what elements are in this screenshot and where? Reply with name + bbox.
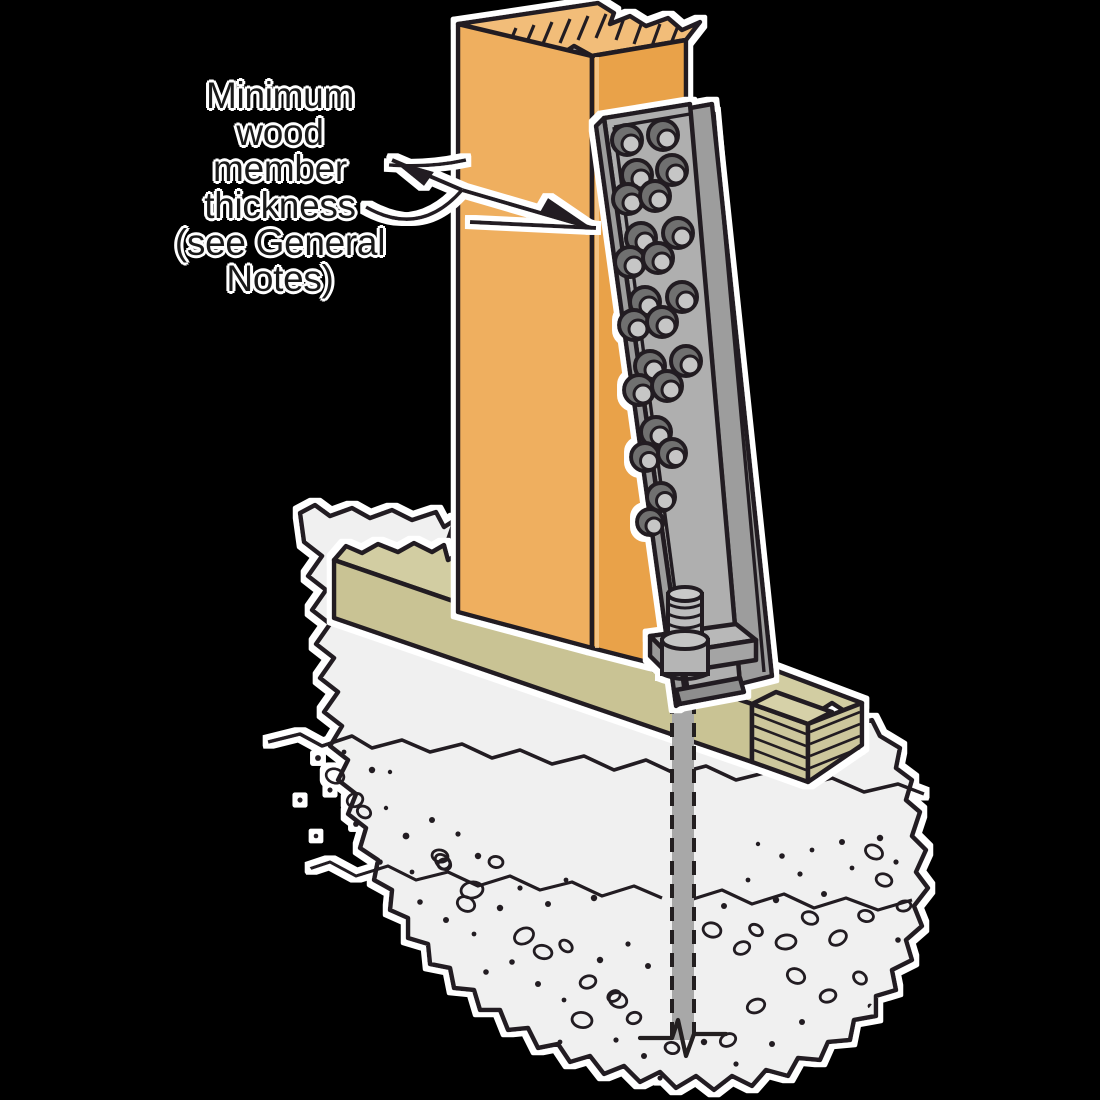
concrete-aggregate-speckles	[297, 749, 901, 1081]
nail-hole	[645, 481, 677, 513]
leader-curve-upper	[388, 158, 467, 168]
holdown-connector	[593, 101, 775, 709]
concrete-surface-break-lines	[267, 732, 925, 912]
holdown-nail-holes	[610, 118, 703, 537]
nail-hole	[635, 507, 665, 537]
holdown-foot	[673, 675, 747, 707]
leader-curve-lower	[365, 188, 464, 221]
anchor-rod-break-symbol	[637, 1017, 729, 1059]
nail-hole	[645, 305, 679, 339]
anchor-bolt-shank-top	[666, 585, 704, 603]
dimension-arrowhead-right	[540, 198, 592, 228]
nail-hole	[613, 245, 647, 279]
anchor-rod	[637, 700, 729, 1059]
nail-hole	[669, 344, 703, 378]
anchor-bolt	[660, 585, 710, 681]
nail-hole	[610, 123, 644, 157]
nail-hole	[638, 179, 672, 213]
nail-hole	[622, 373, 656, 407]
nail-hole	[656, 437, 688, 469]
nail-hole	[655, 153, 689, 187]
nail-hole	[650, 369, 684, 403]
nail-hole	[661, 216, 695, 250]
nail-hole	[641, 241, 675, 275]
anchor-bolt-nut-top	[660, 629, 710, 651]
callout-leader	[365, 158, 597, 230]
wood-post-front-face	[455, 21, 595, 651]
dimension-line-right-tail	[469, 220, 597, 230]
anchor-bolt-nut-bottom	[661, 672, 709, 681]
nail-hole	[617, 308, 651, 342]
dimension-arrowhead-left	[392, 160, 434, 186]
nail-hole	[665, 280, 699, 314]
dimension-line-right	[461, 188, 593, 230]
nail-hole	[629, 441, 661, 473]
anchor-rod-shaft	[672, 700, 694, 1040]
concrete-aggregate-stones	[324, 767, 913, 1055]
holdown-right-inner-line	[712, 111, 766, 673]
sill-plate-end-grain-hatch	[753, 710, 861, 772]
nail-hole	[646, 118, 680, 152]
sill-plate-end-step-top	[749, 689, 835, 727]
